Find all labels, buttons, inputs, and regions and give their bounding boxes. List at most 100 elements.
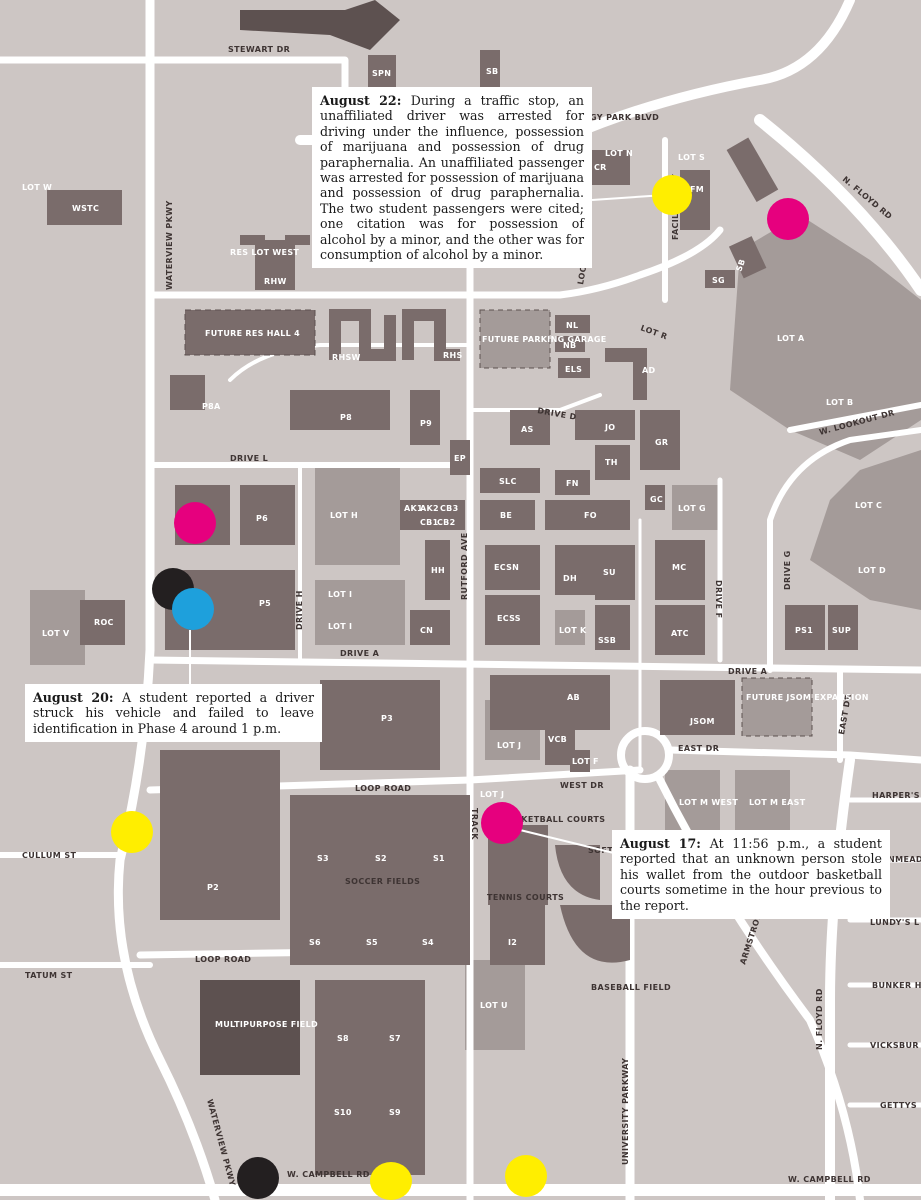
incident-marker-black[interactable] bbox=[237, 1157, 279, 1199]
incident-marker-yellow[interactable] bbox=[111, 811, 153, 853]
nb-building bbox=[555, 336, 585, 352]
lot-w-label: LOT W bbox=[22, 183, 52, 192]
wstc-label: WSTC bbox=[72, 204, 99, 213]
lot-m-east-area bbox=[735, 770, 790, 835]
p8a-label: P8A bbox=[202, 402, 221, 411]
s4-label: S4 bbox=[422, 938, 434, 947]
ab-label: AB bbox=[567, 693, 580, 702]
sb-top-label: SB bbox=[486, 67, 498, 76]
field-s10 bbox=[322, 1058, 367, 1123]
aug17-leader bbox=[519, 829, 623, 856]
s5-label: S5 bbox=[366, 938, 378, 947]
fo-label: FO bbox=[584, 511, 597, 520]
lundys-label: LUNDY'S L bbox=[870, 918, 920, 927]
w-lookout-dr-road bbox=[787, 402, 921, 433]
field-s6 bbox=[295, 885, 340, 950]
slc-building bbox=[480, 468, 540, 493]
as-building bbox=[510, 410, 550, 445]
synergy-park-label: GY PARK BLVD bbox=[590, 113, 659, 122]
p8a-building bbox=[170, 375, 205, 410]
future-jsom-expansion bbox=[741, 677, 813, 737]
lot-h-area bbox=[315, 465, 400, 565]
p9-building bbox=[410, 390, 440, 445]
drive-g-label: DRIVE G bbox=[783, 550, 792, 590]
rutford-ave-label: RUTFORD AVE bbox=[460, 532, 469, 600]
baseball-field-label: BASEBALL FIELD bbox=[591, 983, 671, 992]
lot-s-label: LOT S bbox=[678, 153, 705, 162]
sb-top-building bbox=[480, 50, 500, 90]
field-s2 bbox=[362, 805, 402, 870]
fm-label: FM bbox=[690, 185, 704, 194]
rhsw-label: RHSW bbox=[332, 353, 361, 362]
mc-building bbox=[655, 540, 705, 600]
dh-building bbox=[555, 545, 595, 595]
cr-building bbox=[590, 150, 630, 185]
future-parking-garage-label: FUTURE PARKING GARAGE bbox=[482, 335, 606, 344]
incident-marker-cyan[interactable] bbox=[172, 588, 214, 630]
lot-k-label: LOT K bbox=[559, 626, 587, 635]
roundabout bbox=[617, 727, 673, 783]
loop-rd-north-road bbox=[146, 226, 724, 299]
sup-building bbox=[828, 605, 858, 650]
lot-i-b-label: LOT I bbox=[328, 622, 352, 631]
incident-marker-yellow[interactable] bbox=[505, 1155, 547, 1197]
lot-v-area bbox=[30, 590, 85, 665]
ecss-building bbox=[485, 595, 540, 645]
sb-building bbox=[726, 137, 779, 202]
s8-label: S8 bbox=[337, 1034, 349, 1043]
incident-marker-yellow[interactable] bbox=[370, 1162, 412, 1200]
lot-c-area bbox=[810, 450, 921, 610]
sg-label: SG bbox=[712, 276, 725, 285]
lot-i-a-label: LOT I bbox=[328, 590, 352, 599]
drive-h-label: DRIVE H bbox=[295, 590, 304, 630]
softball-field bbox=[555, 845, 600, 900]
cb3-label: CB3 bbox=[440, 504, 458, 513]
els-building bbox=[558, 358, 590, 378]
p2-label: P2 bbox=[207, 883, 219, 892]
incident-marker-magenta[interactable] bbox=[174, 502, 216, 544]
incident-callout-aug17: August 17: At 11:56 p.m., a student repo… bbox=[612, 830, 890, 920]
els-label: ELS bbox=[565, 365, 582, 374]
incident-marker-magenta[interactable] bbox=[767, 198, 809, 240]
hh-building bbox=[425, 540, 450, 600]
incident-marker-magenta[interactable] bbox=[481, 802, 523, 844]
field-s9 bbox=[373, 1058, 418, 1123]
incident-marker-yellow[interactable] bbox=[652, 175, 692, 215]
w-campbell-left-label: W. CAMPBELL RD bbox=[287, 1170, 370, 1179]
stewart-dr-label: STEWART DR bbox=[228, 45, 290, 54]
loop-road-top-label: LOOP ROAD bbox=[355, 784, 411, 793]
s9-label: S9 bbox=[389, 1108, 401, 1117]
sg-building bbox=[705, 270, 735, 288]
multipurpose-field-label: MULTIPURPOSE FIELD bbox=[215, 1020, 318, 1029]
nl-building bbox=[555, 315, 590, 333]
field-s8 bbox=[322, 985, 367, 1050]
w-campbell-right-label: W. CAMPBELL RD bbox=[788, 1175, 871, 1184]
field-s1 bbox=[420, 805, 460, 870]
lot-u-area bbox=[465, 960, 525, 1050]
cn-building bbox=[410, 610, 450, 645]
tatum-st-label: TATUM ST bbox=[25, 971, 73, 980]
incident-text: A student reported a driver struck his v… bbox=[33, 690, 314, 736]
s2-label: S2 bbox=[375, 854, 387, 863]
res-lot-west-label: RES LOT WEST bbox=[230, 248, 299, 257]
lot-h-label: LOT H bbox=[330, 511, 358, 520]
hh-label: HH bbox=[431, 566, 445, 575]
ecsn-label: ECSN bbox=[494, 563, 519, 572]
nl-label: NL bbox=[566, 321, 578, 330]
nb-label: NB bbox=[563, 341, 576, 350]
lot-m-west-label: LOT M WEST bbox=[679, 798, 738, 807]
drive-l-label: DRIVE L bbox=[230, 454, 268, 463]
lot-f-area bbox=[570, 750, 590, 772]
roc-label: ROC bbox=[94, 618, 114, 627]
p3-complex bbox=[320, 680, 440, 770]
west-dr-label: WEST DR bbox=[560, 781, 604, 790]
vcb-label: VCB bbox=[548, 735, 567, 744]
ecss-label: ECSS bbox=[497, 614, 521, 623]
east-dr-h-label: EAST DR bbox=[678, 744, 719, 753]
drive-a-road bbox=[146, 656, 921, 674]
field-s3 bbox=[305, 805, 345, 870]
lot-i-area bbox=[315, 580, 405, 645]
field-s4 bbox=[408, 885, 453, 950]
incident-date: August 17: bbox=[620, 836, 710, 851]
university-pkwy-label: UNIVERSITY PARKWAY bbox=[621, 1058, 630, 1165]
